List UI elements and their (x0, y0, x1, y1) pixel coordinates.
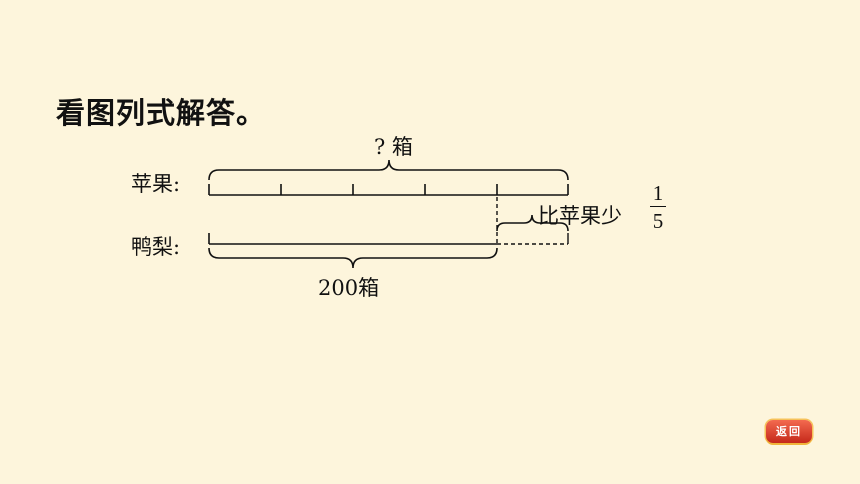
difference-fraction: 1 5 (650, 181, 666, 233)
difference-label: 比苹果少 (538, 204, 622, 228)
pear-missing-part (497, 233, 569, 245)
pear-segment-bar (208, 233, 497, 245)
fraction-denominator: 5 (652, 209, 664, 233)
fraction-numerator: 1 (652, 181, 664, 205)
back-button[interactable]: 返回 (766, 420, 812, 443)
apple-label: 苹果: (131, 172, 181, 196)
pear-total-brace (208, 247, 498, 269)
apple-total-brace (208, 159, 569, 181)
fraction-bar (650, 206, 666, 207)
apple-total-label: ? 箱 (374, 135, 413, 159)
difference-brace (496, 214, 569, 232)
instruction-text: 看图列式解答。 (56, 96, 267, 130)
apple-segment-bar (208, 184, 569, 196)
pear-label: 鸭梨: (131, 235, 181, 259)
pear-total-label: 200箱 (318, 276, 380, 300)
